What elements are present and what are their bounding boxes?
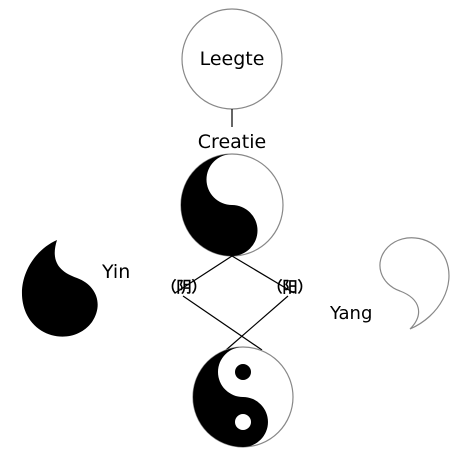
- connector-lines: [174, 255, 295, 351]
- yang-char-label: （阳）: [267, 278, 312, 296]
- void-label: Leegte: [200, 48, 265, 70]
- yang-label: Yang: [329, 303, 372, 324]
- yin-char-label: （阴）: [161, 278, 206, 296]
- yin-label: Yin: [101, 261, 130, 283]
- yang-fish-icon: [379, 237, 450, 330]
- full-taiji-icon: [192, 346, 294, 448]
- creation-label: Creatie: [198, 131, 266, 153]
- yin-fish-icon: [21, 240, 98, 337]
- creation-taiji-icon: [180, 153, 284, 257]
